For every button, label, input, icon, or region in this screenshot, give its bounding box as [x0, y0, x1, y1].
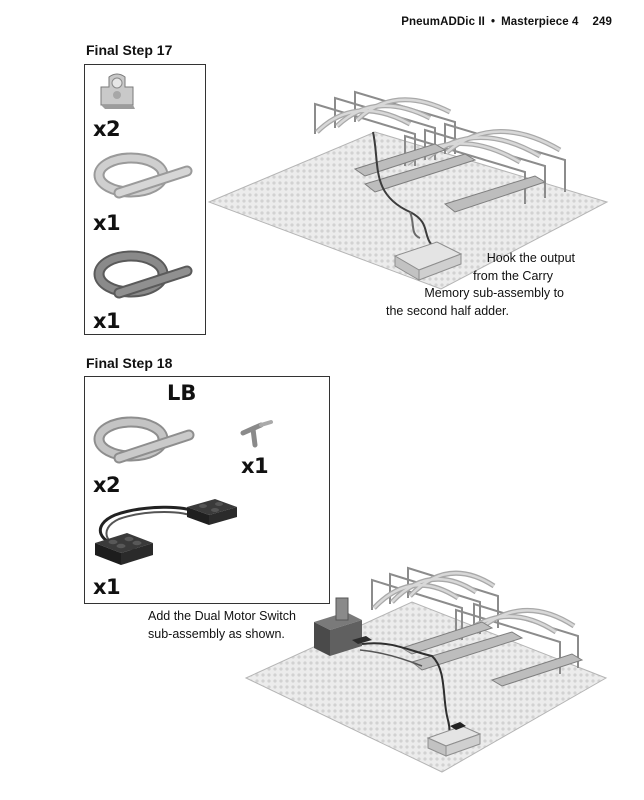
step-17-caption-line-1: Hook the output — [486, 251, 575, 265]
dual-motor-switch-subassembly — [314, 597, 372, 656]
step-18-assembly-illustration — [244, 566, 608, 773]
step-18-tube-coil-icon — [93, 416, 195, 464]
book-title: PneumADDic II — [401, 16, 485, 28]
dual-motor-switch-cable-icon — [95, 499, 237, 565]
step-17-parts-box: x2 x1 x1 — [84, 64, 206, 335]
step-17-caption-line-4: the second half adder. — [385, 303, 509, 318]
dark-tube-coil-icon — [93, 250, 193, 299]
connector-block-icon — [100, 73, 135, 109]
step-18-caption-line-1: Add the Dual Motor Switch — [148, 609, 296, 623]
section-title: Masterpiece 4 — [501, 16, 579, 28]
running-header: PneumADDic II • Masterpiece 4 249 — [0, 16, 612, 28]
step-17-caption-line-2: from the Carry — [473, 268, 553, 283]
light-tube-coil-icon — [93, 152, 193, 199]
step-17-caption: Hook the output from the Carry Memory su… — [370, 250, 575, 320]
step-18-part-3-qty: x1 — [93, 575, 121, 599]
step-17-part-2-qty: x1 — [93, 211, 121, 235]
step-17-part-3-qty: x1 — [93, 309, 121, 333]
step-17-title: Final Step 17 — [86, 42, 173, 58]
step-17-caption-line-3: Memory sub-assembly to — [424, 286, 564, 300]
step-17-part-1-qty: x2 — [93, 117, 121, 141]
step-17-assembly-illustration — [207, 90, 609, 290]
page-number: 249 — [592, 16, 612, 28]
header-separator: • — [490, 16, 496, 28]
step-18-lb-label: LB — [167, 381, 197, 405]
step-18-parts-box: LB x2 x1 x1 — [84, 376, 330, 604]
step-18-title: Final Step 18 — [86, 355, 173, 371]
step-18-part-1-qty: x2 — [93, 473, 121, 497]
step-18-caption: Add the Dual Motor Switch sub-assembly a… — [148, 608, 328, 643]
step-18-part-2-qty: x1 — [241, 454, 269, 478]
t-connector-icon — [240, 420, 273, 448]
step-18-caption-line-2: sub-assembly as shown. — [148, 626, 285, 641]
